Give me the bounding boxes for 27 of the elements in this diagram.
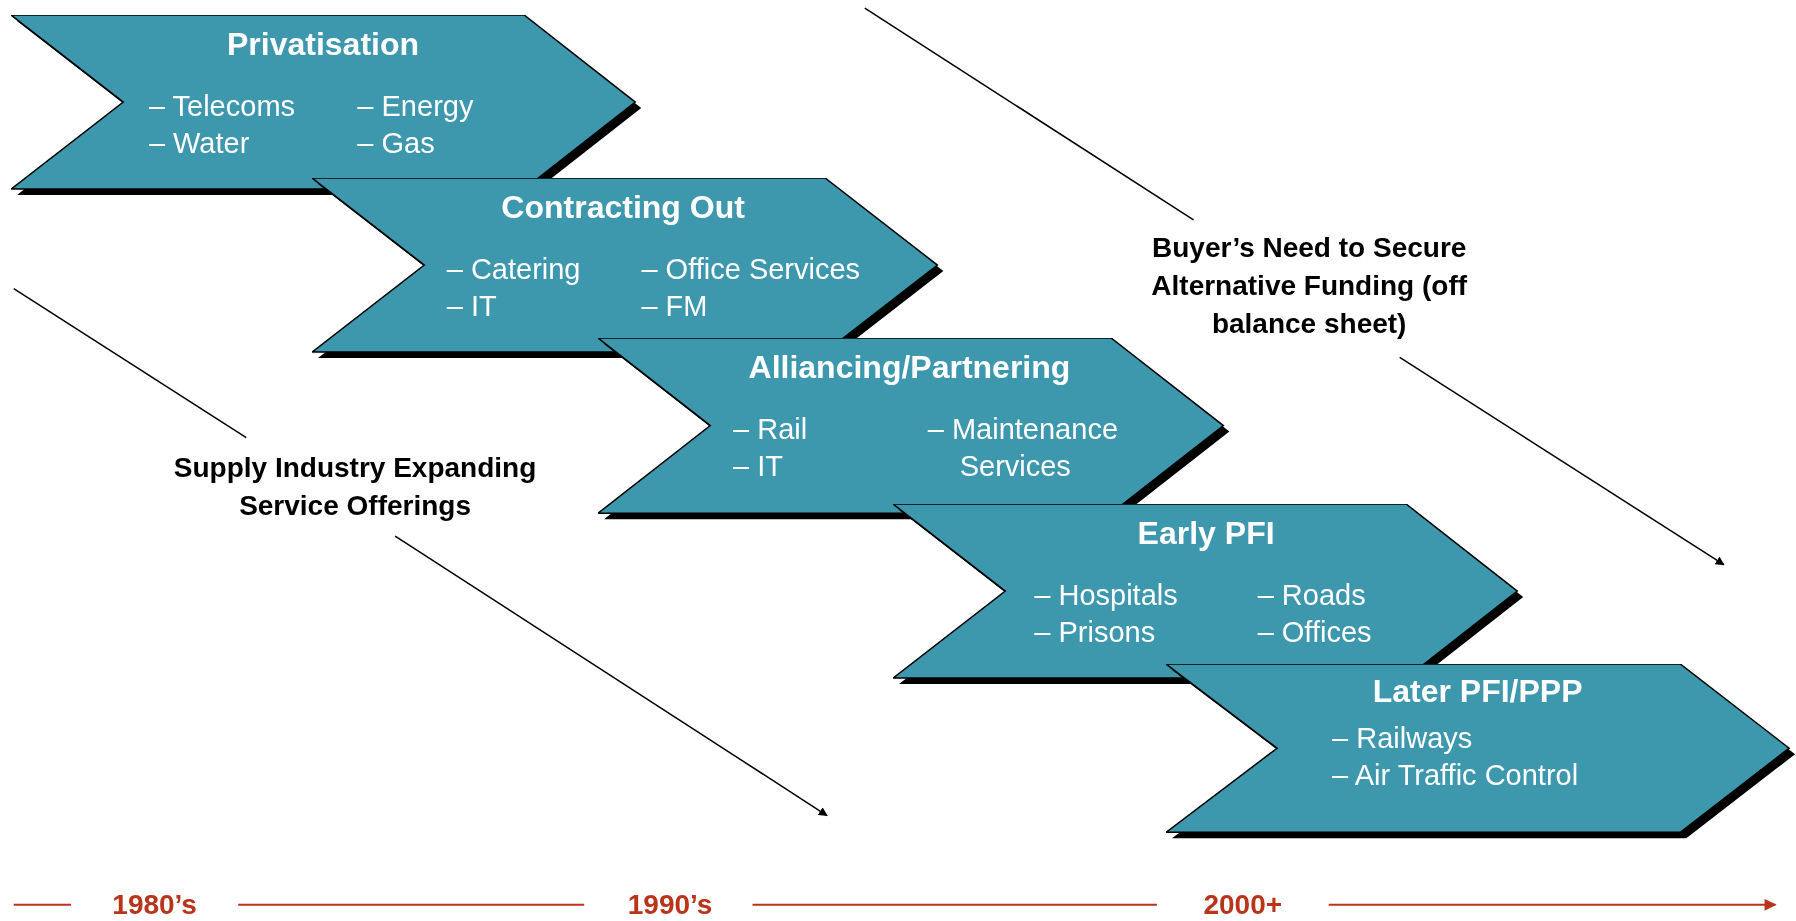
bullet-item: – Hospitals bbox=[1034, 578, 1179, 614]
bullet-item: – Offices bbox=[1257, 615, 1373, 651]
bullet-item: – IT bbox=[733, 449, 784, 485]
bullet-item: – Maintenance Services bbox=[927, 412, 1119, 485]
bullet-item: – Water bbox=[148, 126, 251, 162]
decade-label: 1980’s bbox=[112, 888, 197, 921]
stage-heading: Alliancing/Partnering bbox=[748, 349, 1071, 387]
stage-heading: Privatisation bbox=[226, 26, 420, 64]
bullet-item: – Telecoms bbox=[148, 89, 297, 125]
trend-label: Buyer’s Need to Secure Alternative Funding (off balance sheet) bbox=[1150, 231, 1469, 342]
bullet-item: – Railways bbox=[1332, 721, 1474, 757]
bullet-item: – IT bbox=[446, 288, 498, 324]
stage-heading: Early PFI bbox=[1137, 515, 1275, 553]
decade-label: 1990’s bbox=[627, 888, 713, 921]
bullet-item: – Roads bbox=[1257, 578, 1367, 614]
bullet-item: – Office Services bbox=[641, 251, 862, 287]
bullet-item: – Air Traffic Control bbox=[1332, 758, 1580, 794]
decade-label: 2000+ bbox=[1203, 888, 1283, 921]
bullet-item: – FM bbox=[641, 288, 709, 324]
bullet-item: – Rail bbox=[733, 412, 809, 448]
bullet-item: – Energy bbox=[357, 89, 475, 125]
stage-heading: Later PFI/PPP bbox=[1372, 673, 1583, 711]
bullet-item: – Catering bbox=[446, 251, 582, 287]
trend-label: Supply Industry Expanding Service Offerings bbox=[172, 451, 538, 523]
bullet-item: – Gas bbox=[357, 126, 436, 162]
bullet-item: – Prisons bbox=[1034, 615, 1157, 651]
stage-heading: Contracting Out bbox=[501, 189, 745, 226]
